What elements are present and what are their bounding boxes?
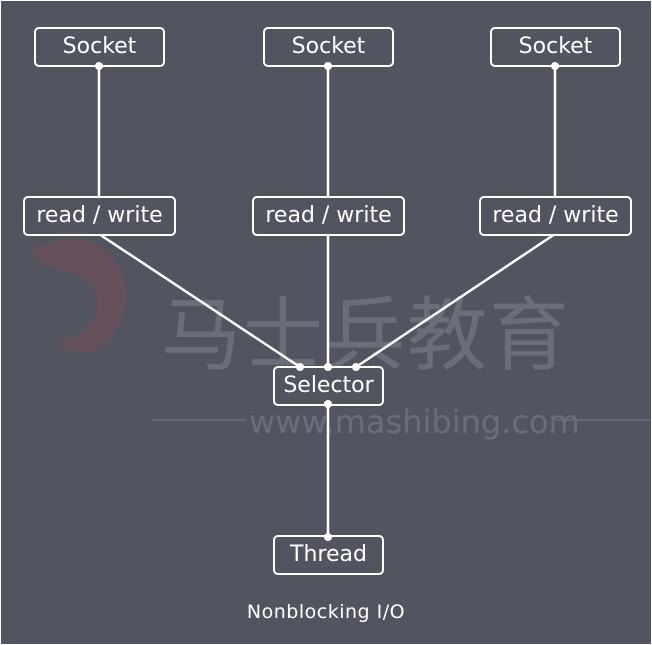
watermark-logo-icon (31, 239, 127, 354)
socket-label-1: Socket (62, 34, 137, 59)
dot-socket3-bottom (551, 62, 559, 70)
dot-selector-bottom (324, 400, 332, 408)
socket-node-1: Socket (34, 27, 165, 67)
dot-thread-top (324, 533, 332, 541)
read-write-node-1: read / write (23, 196, 176, 236)
read-write-label-1: read / write (36, 203, 163, 228)
dot-selector-left (296, 363, 304, 371)
socket-node-2: Socket (263, 27, 394, 67)
read-write-node-2: read / write (252, 196, 405, 236)
dot-selector-right (352, 363, 360, 371)
edge-rw3-selector (354, 232, 557, 369)
socket-label-2: Socket (291, 34, 366, 59)
read-write-label-3: read / write (492, 203, 619, 228)
selector-label: Selector (283, 373, 374, 398)
read-write-node-3: read / write (479, 196, 632, 236)
socket-label-3: Socket (518, 34, 593, 59)
diagram-caption: Nonblocking I/O (246, 601, 406, 623)
selector-node: Selector (273, 366, 384, 406)
read-write-label-2: read / write (265, 203, 392, 228)
edge-rw1-selector (97, 232, 302, 369)
dot-selector-center (324, 363, 332, 371)
socket-node-3: Socket (490, 27, 621, 67)
thread-label: Thread (290, 542, 367, 567)
dot-socket1-bottom (95, 62, 103, 70)
dot-socket2-bottom (324, 62, 332, 70)
